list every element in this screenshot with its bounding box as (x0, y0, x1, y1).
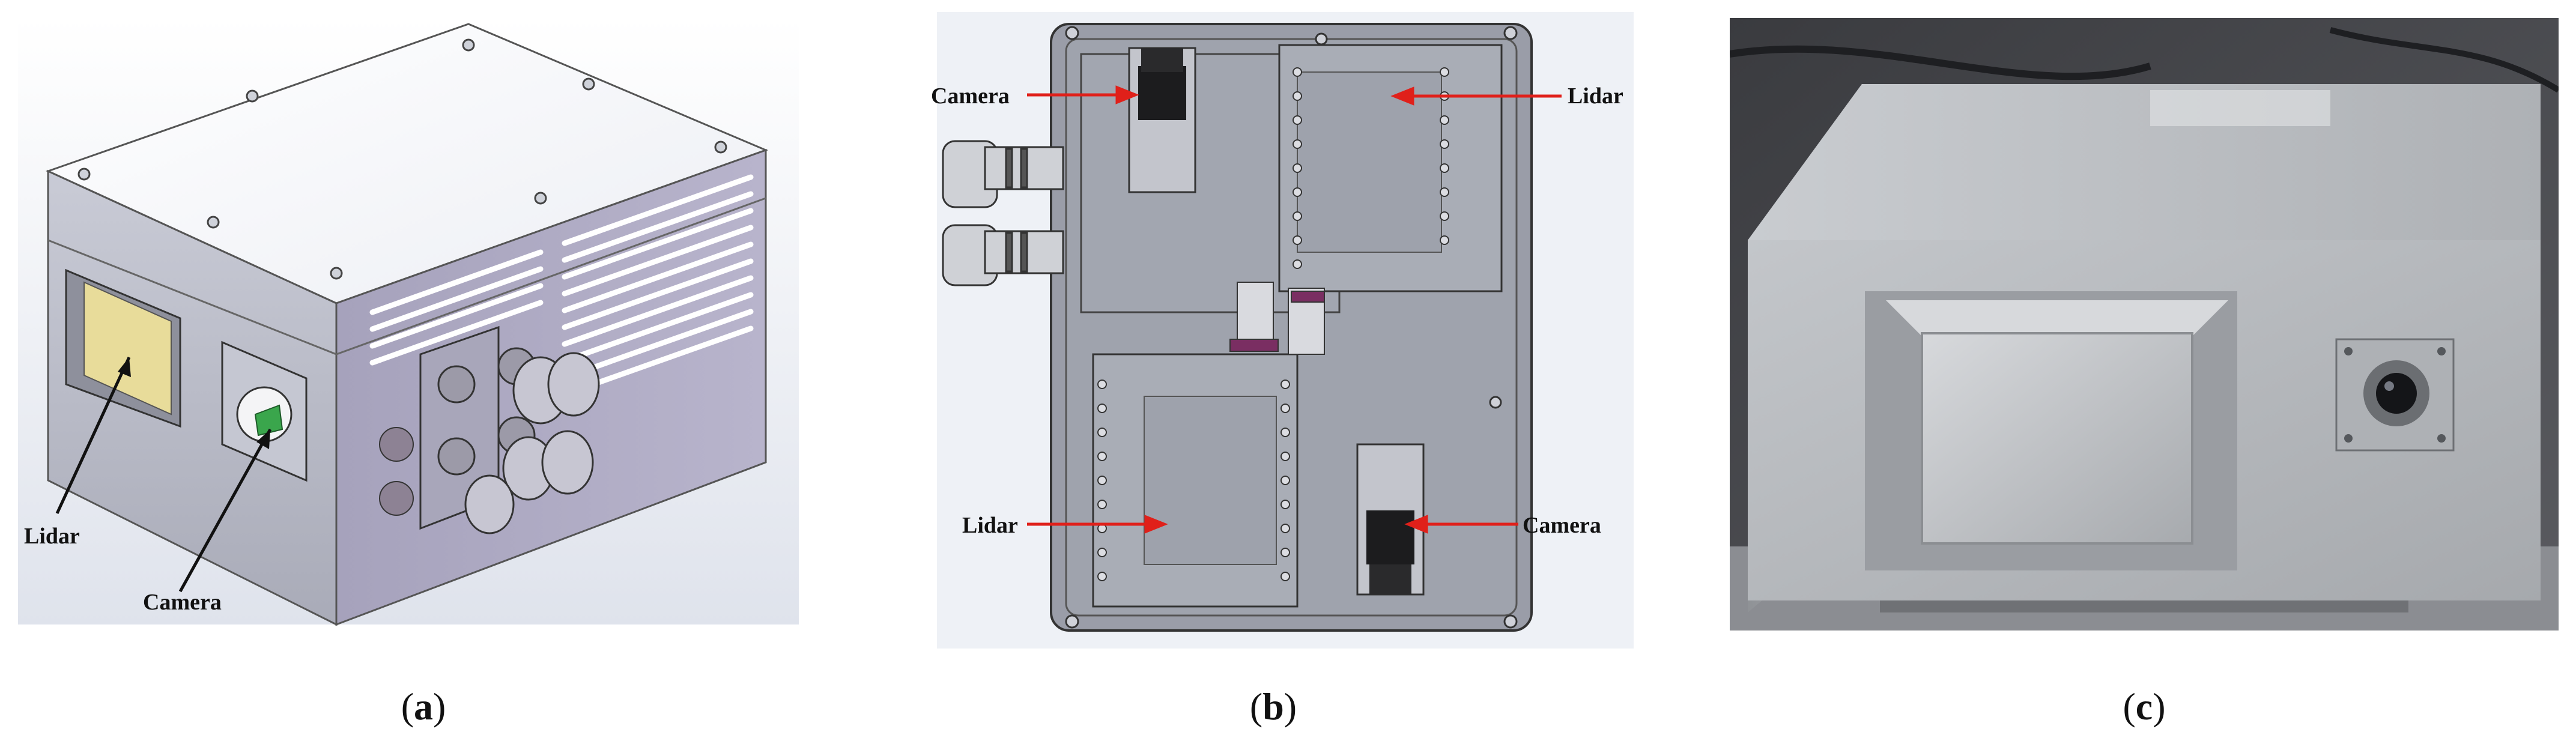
panel-a: Lidar Camera (0, 0, 805, 661)
camera-lens-glass (2376, 373, 2417, 414)
camera-arrow (178, 428, 272, 593)
label-lidar-bottom-b: Lidar (962, 513, 1018, 538)
label-camera-bottom-b: Camera (1523, 513, 1601, 538)
external-connectors (942, 140, 1064, 286)
caption-b: (b) (1249, 685, 1297, 728)
red-arrows (1027, 85, 1562, 534)
label-lidar-a: Lidar (24, 524, 80, 549)
label-camera-top-b: Camera (931, 83, 1010, 109)
caption-a: (a) (401, 685, 446, 728)
device-photo (1730, 18, 2559, 631)
lidar-window-glass (1921, 332, 2193, 545)
connectors (419, 325, 600, 534)
camera-module-bottom (1356, 443, 1425, 596)
lidar-window (83, 281, 172, 416)
panel-c (1730, 18, 2559, 631)
panel-b: Camera Lidar Lidar Camera (901, 0, 1658, 661)
label-lidar-top-b: Lidar (1568, 83, 1623, 109)
vent-slots (369, 174, 754, 398)
center-connectors (1229, 282, 1325, 355)
camera-module-top (1128, 47, 1196, 193)
top-screws (77, 38, 727, 280)
side-plugs (379, 427, 414, 516)
box-top-face (1748, 84, 2541, 240)
label-camera-a: Camera (143, 590, 222, 615)
caption-c: (c) (2123, 685, 2166, 728)
screw-rows (1097, 67, 1449, 581)
corner-screws (1065, 26, 1518, 629)
cad-housing-drawing: Lidar Camera (18, 18, 799, 626)
lidar-arrow (55, 356, 131, 515)
internal-layout-drawing: Camera Lidar Lidar Camera (931, 12, 1634, 649)
